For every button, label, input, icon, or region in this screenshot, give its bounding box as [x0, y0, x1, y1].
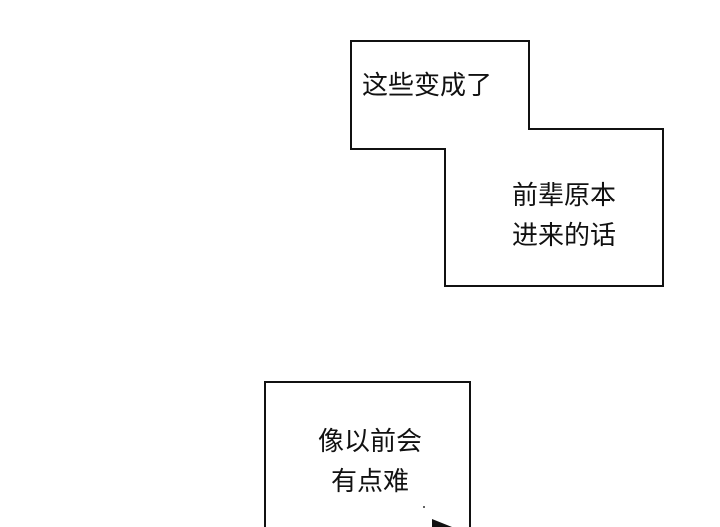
caption-2-line-2: 进来的话	[511, 221, 616, 251]
caption-2-line-1: 前辈原本	[511, 181, 616, 211]
caption-box-3-outline	[264, 381, 471, 527]
caption-3-line-1: 像以前会	[317, 427, 422, 457]
ink-speck	[423, 506, 425, 508]
caption-text-1: 这些变成了	[362, 66, 528, 106]
caption-3-line-2: 有点难	[330, 467, 409, 497]
caption-text-3: 像以前会 有点难	[290, 422, 450, 502]
caption-tail-arrow	[432, 519, 452, 527]
caption-text-2: 前辈原本 进来的话	[484, 176, 644, 256]
caption-box-1-outline	[350, 40, 664, 287]
caption-1-line: 这些变成了	[362, 71, 493, 101]
